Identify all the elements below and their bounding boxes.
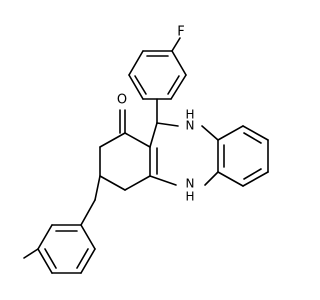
- bond: [149, 122, 158, 148]
- bond: [99, 175, 126, 191]
- bond: [80, 224, 96, 250]
- bond: [170, 74, 187, 100]
- bond: [242, 125, 269, 141]
- nh-bottom-nitrogen-label: N: [186, 177, 195, 191]
- diazepine-ring: [149, 122, 219, 186]
- bond: [37, 224, 53, 250]
- bond-double-inner: [76, 248, 89, 269]
- bond: [204, 171, 219, 186]
- bond: [99, 132, 126, 148]
- nh-top-hydrogen-label: H: [185, 108, 194, 122]
- bond-double-inner: [243, 168, 262, 180]
- bond: [217, 125, 244, 141]
- bond-methyl: [23, 248, 39, 259]
- bond: [149, 175, 177, 186]
- bond: [171, 37, 181, 52]
- bond-double-inner: [167, 75, 180, 95]
- tolyl-ring: [23, 199, 96, 274]
- bond: [124, 132, 151, 148]
- fluorine-label: F: [177, 25, 184, 40]
- bond: [128, 74, 144, 100]
- molecule-diagram: F O H N N H: [23, 24, 269, 274]
- bond: [217, 171, 244, 187]
- bond: [242, 171, 269, 187]
- bond: [201, 125, 219, 141]
- bond: [80, 248, 96, 274]
- bond: [37, 248, 53, 274]
- bond-double-inner: [134, 75, 147, 95]
- cyclohexenone-ring: [99, 109, 151, 191]
- bond: [171, 50, 187, 76]
- fluorophenyl-ring: [128, 37, 187, 100]
- molecule-structure: F O H N N H: [23, 25, 269, 274]
- oxygen-label: O: [117, 93, 127, 108]
- bond: [124, 175, 151, 191]
- bond: [128, 50, 144, 76]
- bond: [94, 175, 101, 201]
- benzo-ring: [217, 125, 269, 187]
- bond-double-inner: [44, 248, 57, 269]
- bond-double-inner: [243, 132, 262, 144]
- nh-top-nitrogen-label: N: [186, 119, 195, 133]
- nh-bottom-hydrogen-label: H: [185, 190, 194, 204]
- bond: [80, 199, 96, 226]
- bond: [156, 122, 179, 127]
